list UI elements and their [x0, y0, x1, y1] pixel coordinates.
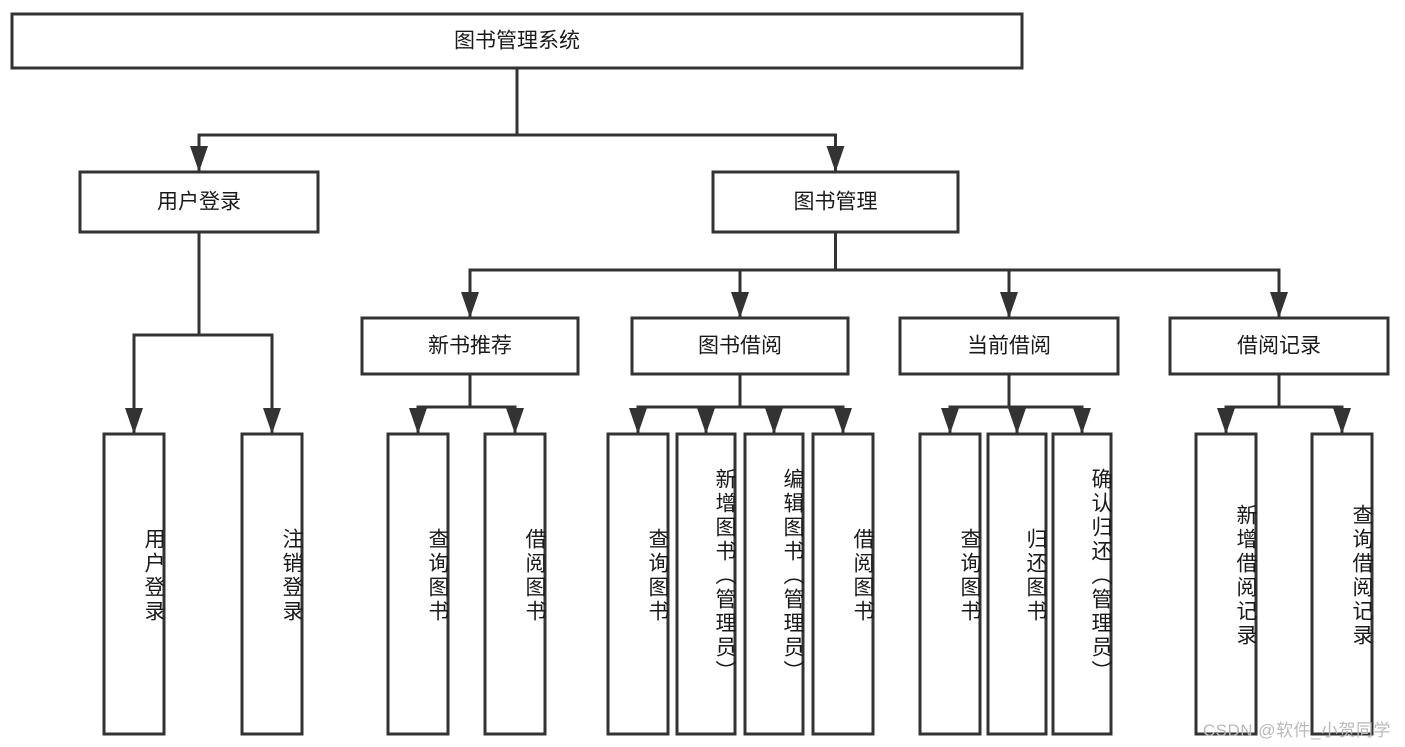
arrow-head-icon [765, 408, 783, 434]
arrow-head-icon [834, 408, 852, 434]
arrow-head-icon [263, 408, 281, 434]
node-root-box[interactable] [10, 12, 1024, 70]
node-leaf-box-12[interactable] [1310, 432, 1374, 736]
node-leaf-box-11[interactable] [1194, 432, 1258, 736]
arrow-head-icon [1217, 408, 1235, 434]
arrow-head-icon [125, 408, 143, 434]
node-level3-label-1: 图书借阅 [698, 335, 782, 358]
node-level3-box-3[interactable] [1168, 316, 1390, 376]
node-leaf-box-1[interactable] [240, 432, 304, 736]
node-level2-box-0[interactable] [78, 170, 320, 234]
arrow-head-icon [190, 146, 208, 172]
node-leaf-box-7[interactable] [811, 432, 875, 736]
arrow-head-icon [1073, 408, 1091, 434]
arrow-head-icon [697, 408, 715, 434]
arrow-head-icon [409, 408, 427, 434]
arrow-head-icon [1270, 292, 1288, 318]
arrow-head-icon [461, 292, 479, 318]
node-level2-label-1: 图书管理 [794, 191, 878, 214]
node-leaf-box-10[interactable] [1051, 432, 1113, 736]
arrow-head-icon [506, 408, 524, 434]
connector-lines [125, 66, 1351, 434]
node-leaf-box-8[interactable] [918, 432, 982, 736]
node-level2-box-1[interactable] [711, 170, 960, 234]
arrow-head-icon [826, 146, 845, 172]
node-level3-box-0[interactable] [360, 316, 580, 376]
node-level3-label-2: 当前借阅 [967, 335, 1051, 358]
node-level3-label-3: 借阅记录 [1237, 335, 1321, 358]
node-root-label: 图书管理系统 [454, 30, 580, 53]
node-leaf-box-3[interactable] [483, 432, 547, 736]
node-leaf-box-4[interactable] [606, 432, 670, 736]
watermark-credit: CSDN @软件_小贺同学 [1202, 721, 1391, 740]
node-leaf-box-6[interactable] [743, 432, 805, 736]
node-leaf-box-2[interactable] [386, 432, 450, 736]
node-boxes [10, 12, 1390, 736]
node-leaf-box-5[interactable] [675, 432, 737, 736]
arrow-head-icon [731, 292, 749, 318]
node-level3-box-1[interactable] [630, 316, 850, 376]
arrow-head-icon [1008, 408, 1026, 434]
arrow-head-icon [1000, 292, 1018, 318]
arrow-head-icon [629, 408, 647, 434]
arrow-head-icon [1333, 408, 1351, 434]
node-level3-box-2[interactable] [898, 316, 1120, 376]
node-leaf-box-9[interactable] [986, 432, 1048, 736]
node-level3-label-0: 新书推荐 [428, 335, 512, 358]
node-level2-label-0: 用户登录 [157, 191, 241, 214]
node-leaf-box-0[interactable] [102, 432, 166, 736]
arrow-head-icon [941, 408, 959, 434]
